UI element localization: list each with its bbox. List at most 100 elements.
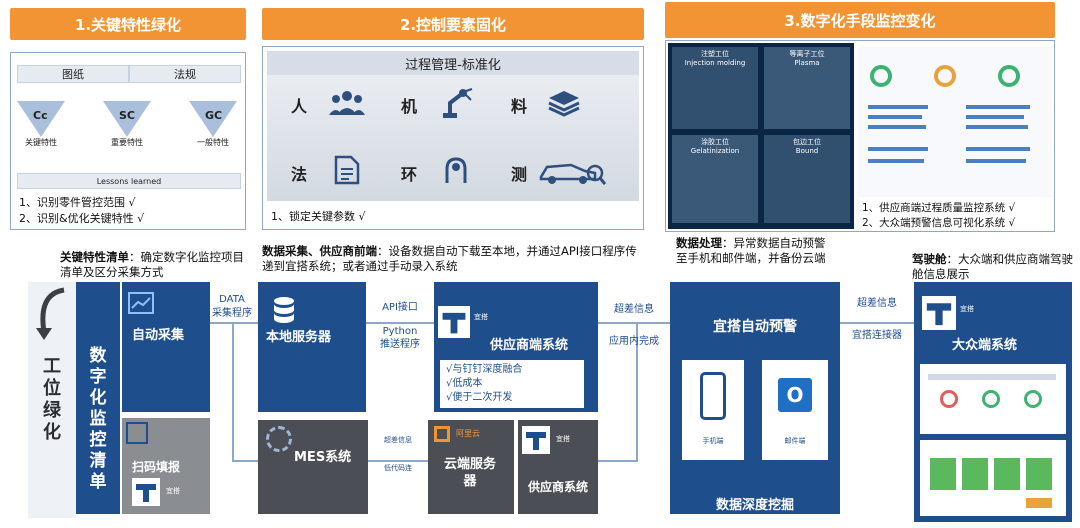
auto-collect-box: 自动采集 — [122, 282, 210, 412]
yida-logo-icon — [438, 306, 470, 338]
gc-code: GC — [205, 109, 223, 122]
digital-list-title: 数字化监控清单 — [89, 346, 107, 492]
aliyun-label: 阿里云 — [456, 429, 480, 438]
bar-graphic — [868, 159, 924, 163]
aliyun-logo-icon — [434, 426, 450, 442]
bar-graphic — [868, 147, 928, 151]
photo-en: Bound — [795, 147, 819, 155]
gear-icon — [266, 426, 292, 452]
caption-text: ：异常数据自动预警至手机和邮件端，并备份云端 — [676, 236, 826, 265]
yida-logo-icon — [132, 478, 160, 506]
caption-bold: 驾驶舱 — [912, 252, 947, 266]
supplier-system-2-label: 供应商系统 — [527, 480, 588, 494]
bar-graphic — [966, 159, 1026, 163]
item-environment: 环 — [401, 165, 418, 184]
digital-list-column: 数字化监控清单 — [76, 282, 120, 514]
green-bar — [994, 458, 1020, 490]
connector — [232, 460, 260, 462]
collect-program-label: 采集程序 — [212, 308, 252, 319]
photo-cn: 涂胶工位 — [701, 138, 729, 146]
phone-label: 手机端 — [702, 437, 724, 445]
photo-cn: 注塑工位 — [701, 50, 729, 58]
item-machine: 机 — [401, 97, 418, 116]
cc-code: Cc — [33, 109, 48, 122]
deep-mining-label: 数据深度挖掘 — [715, 498, 794, 513]
robot-arm-icon — [439, 87, 473, 123]
chip-label: 法规 — [174, 68, 196, 81]
monitor-chart-icon — [128, 292, 154, 314]
caption-text: ：大众端和供应商端驾驶舱信息展示 — [912, 252, 1073, 281]
connector — [598, 322, 670, 324]
mes-system-label: MES系统 — [294, 450, 352, 465]
donut-chart-icon — [1024, 390, 1042, 408]
section-header-1: 1.关键特性绿化 — [10, 8, 246, 40]
yida-logo-icon — [522, 426, 550, 454]
query-link-label: 低代码连 — [384, 464, 412, 472]
over-info-label-2: 超差信息 — [857, 298, 897, 309]
vw-system-box: 宜搭 大众端系统 — [914, 282, 1072, 522]
photo-cn: 包边工位 — [793, 138, 821, 146]
yida-small-label: 宜搭 — [556, 435, 570, 443]
caption-bold: 数据采集、供应商前端 — [262, 244, 377, 258]
yida-small-label: 宜搭 — [474, 313, 488, 321]
layers-icon — [547, 89, 581, 121]
panel2-note: 1、锁定关键参数 √ — [271, 210, 366, 223]
green-bar — [930, 458, 956, 490]
bar-graphic — [966, 147, 1030, 151]
connector — [636, 324, 638, 462]
panel1-note-1: 1、识别零件管控范围 √ — [19, 196, 136, 209]
bar-graphic — [966, 105, 1030, 109]
section-title: 1.关键特性绿化 — [74, 15, 182, 34]
local-server-label: 本地服务器 — [266, 330, 332, 345]
triangle-cc — [17, 101, 65, 137]
photo-en: Injection molding — [684, 59, 746, 67]
lessons-learned-bar: Lessons learned — [17, 173, 241, 189]
curved-arrow-icon — [34, 286, 74, 346]
donut-chart-icon — [934, 65, 956, 87]
yida-alert-box: 宜搭自动预警 手机端 O 邮件端 数据深度挖掘 — [670, 282, 840, 514]
donut-chart-icon — [940, 390, 958, 408]
phone-icon — [700, 372, 726, 420]
chip-regulation: 法规 — [129, 65, 241, 83]
panel-key-characteristics: 图纸 法规 Cc SC GC 关键特性 重要特性 一般特性 Lessons le… — [10, 52, 246, 230]
bar-graphic — [868, 105, 928, 109]
chip-label: 图纸 — [62, 68, 84, 81]
mail-card: O 邮件端 — [762, 360, 828, 460]
donut-chart-icon — [982, 390, 1000, 408]
scan-fill-label: 扫码填报 — [132, 460, 181, 474]
connector — [598, 460, 638, 462]
supplier-system-label: 供应商端系统 — [490, 338, 569, 353]
qr-scan-icon — [126, 422, 148, 444]
over-info-label: 超差信息 — [614, 304, 654, 315]
supplier-system-box: 宜搭 供应商端系统 √与钉钉深度融合 √低成本 √便于二次开发 — [434, 282, 598, 412]
caption-data-processing: 数据处理：异常数据自动预警至手机和邮件端，并备份云端 — [676, 236, 836, 266]
document-icon — [333, 155, 361, 189]
item-person: 人 — [291, 97, 308, 116]
caption-cockpit: 驾驶舱：大众端和供应商端驾驶舱信息展示 — [912, 252, 1074, 282]
dashboard-bar — [928, 374, 1056, 380]
yida-alert-label: 宜搭自动预警 — [713, 319, 797, 335]
connector — [840, 322, 914, 324]
item-material: 料 — [511, 97, 528, 116]
hand-tool-icon — [441, 153, 471, 189]
caption-text: ：确定数字化监控项目清单及区分采集方式 — [60, 250, 244, 279]
panel1-note-2: 2、识别&优化关键特性 √ — [19, 212, 145, 225]
push-program-label: 推送程序 — [380, 339, 420, 350]
scan-fill-box: 扫码填报 宜搭 — [122, 418, 210, 514]
local-server-box: 本地服务器 — [258, 282, 366, 412]
section-title: 3.数字化手段监控变化 — [784, 11, 936, 30]
caption-bold: 数据处理 — [676, 236, 722, 250]
feature-item: √与钉钉深度融合 — [446, 364, 523, 375]
outlook-icon: O — [778, 378, 812, 412]
donut-chart-icon — [870, 65, 892, 87]
python-label: Python — [382, 326, 418, 337]
connector — [232, 324, 234, 462]
chip-drawing: 图纸 — [17, 65, 129, 83]
orange-bar — [1026, 498, 1052, 508]
feature-item: √低成本 — [446, 378, 483, 389]
bar-graphic — [966, 125, 1028, 129]
green-bar — [1026, 458, 1052, 490]
